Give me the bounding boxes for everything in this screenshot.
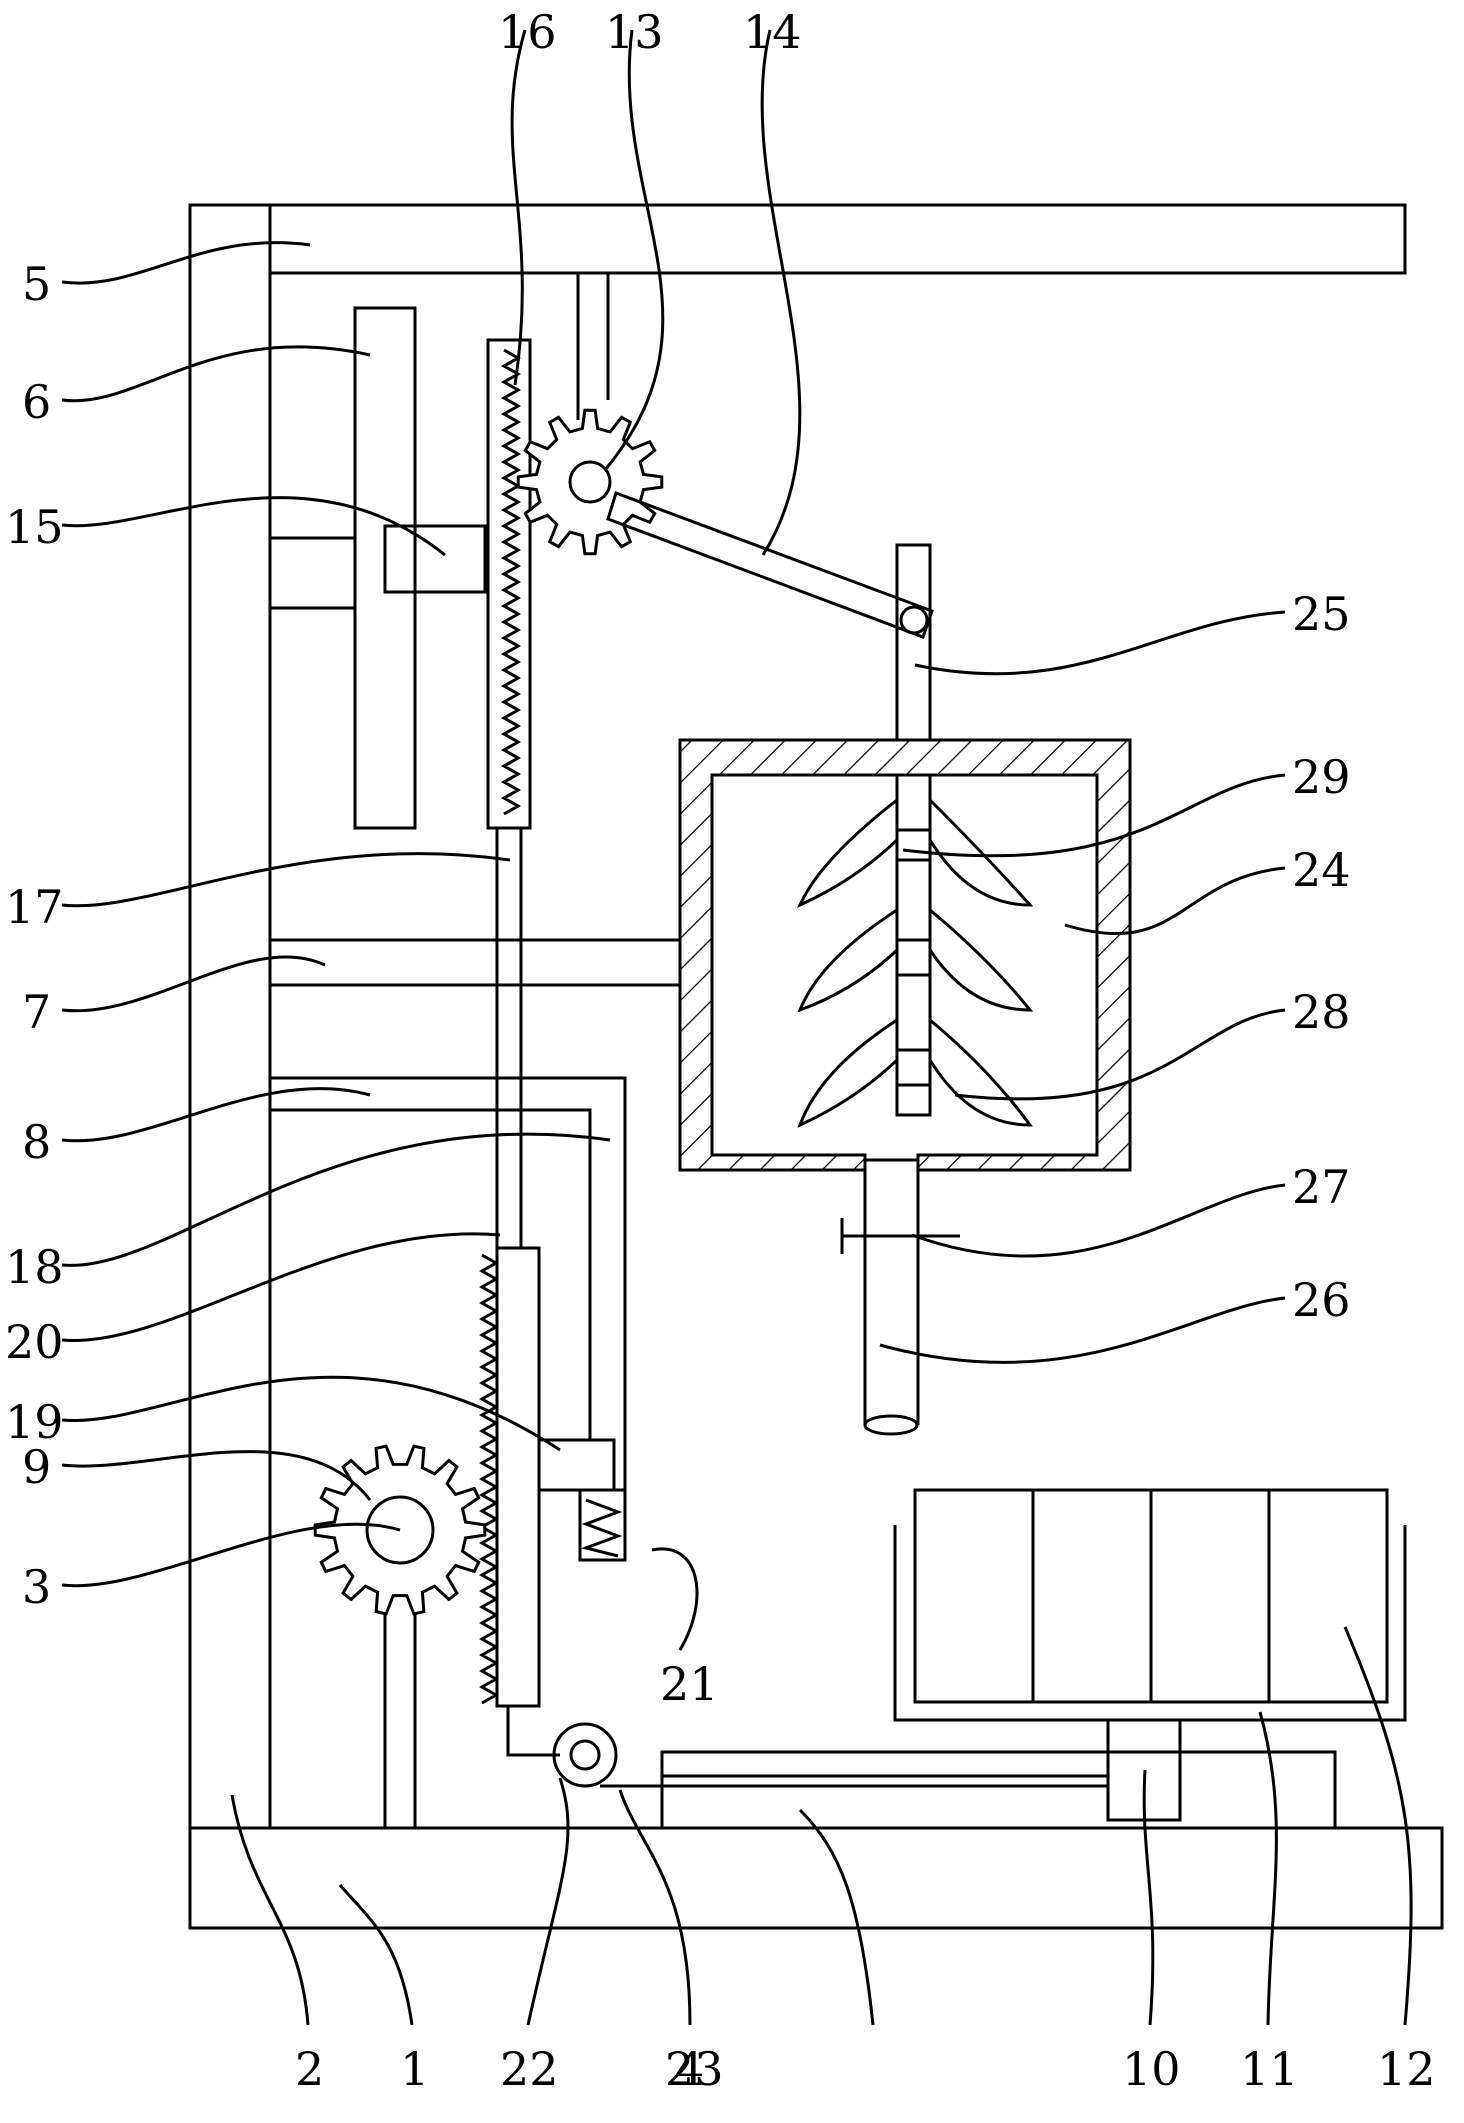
label-8: 8 xyxy=(22,1115,51,1169)
label-2: 2 xyxy=(295,2042,324,2096)
gear-support xyxy=(383,1605,417,1828)
label-26: 26 xyxy=(1292,1273,1351,1327)
left-post xyxy=(188,203,272,1830)
label-7: 7 xyxy=(22,985,51,1039)
pulley-hub xyxy=(569,1739,601,1771)
stirring-blades xyxy=(797,798,1034,1128)
pipe-end xyxy=(863,1414,919,1436)
leader-lines xyxy=(61,29,1413,2026)
label-22: 22 xyxy=(500,2042,559,2096)
label-20: 20 xyxy=(5,1315,64,1369)
link-pin xyxy=(899,605,929,635)
label-5: 5 xyxy=(22,257,51,311)
label-13: 13 xyxy=(605,5,664,59)
crossbar-7 xyxy=(270,938,680,987)
label-16: 16 xyxy=(498,5,557,59)
base-plate xyxy=(188,1826,1444,1930)
label-11: 11 xyxy=(1240,2042,1299,2096)
tank-wall xyxy=(678,738,1132,1172)
label-17: 17 xyxy=(5,880,64,934)
reference-labels: 5 6 15 17 7 8 18 20 19 9 3 16 13 14 25 2… xyxy=(5,5,1436,2096)
lower-rack xyxy=(495,1246,541,1708)
label-10: 10 xyxy=(1122,2042,1181,2096)
label-3: 3 xyxy=(22,1560,51,1614)
label-1: 1 xyxy=(400,2042,429,2096)
label-14: 14 xyxy=(743,5,802,59)
shaft-blocks xyxy=(895,828,932,1087)
rail-4 xyxy=(660,1750,1337,1828)
top-beam xyxy=(268,203,1407,275)
label-27: 27 xyxy=(1292,1160,1351,1214)
label-24: 24 xyxy=(1292,843,1351,897)
crossbar-8 xyxy=(270,1076,627,1560)
spring xyxy=(580,1498,623,1558)
spring-housing xyxy=(578,1488,627,1562)
label-29: 29 xyxy=(1292,750,1351,804)
upper-rack xyxy=(486,338,532,830)
pulley xyxy=(552,1722,618,1788)
guide-bracket xyxy=(268,536,357,610)
valve xyxy=(840,1218,960,1254)
shaft-inner xyxy=(895,773,932,1117)
hidden-lines xyxy=(495,940,523,1110)
label-28: 28 xyxy=(1292,985,1351,1039)
label-12: 12 xyxy=(1377,2042,1436,2096)
upper-gear xyxy=(516,408,664,556)
outlet-pipe xyxy=(863,1170,920,1425)
label-4: 4 xyxy=(675,2042,704,2096)
label-25: 25 xyxy=(1292,587,1351,641)
slider-block xyxy=(383,524,487,594)
rack-hook xyxy=(506,1706,560,1757)
tray xyxy=(893,1525,1407,1722)
label-9: 9 xyxy=(22,1440,51,1494)
label-6: 6 xyxy=(22,375,51,429)
container-dividers xyxy=(1031,1490,1271,1702)
label-21: 21 xyxy=(660,1657,719,1711)
label-15: 15 xyxy=(5,500,64,554)
gear-mount xyxy=(576,273,610,420)
lower-rack-teeth xyxy=(478,1253,500,1705)
upper-rack-teeth xyxy=(500,348,522,816)
slider-19 xyxy=(537,1438,616,1492)
label-18: 18 xyxy=(5,1240,64,1294)
label-23: 23 xyxy=(665,2042,724,2096)
label-19: 19 xyxy=(5,1395,64,1449)
link-arm xyxy=(606,491,934,639)
